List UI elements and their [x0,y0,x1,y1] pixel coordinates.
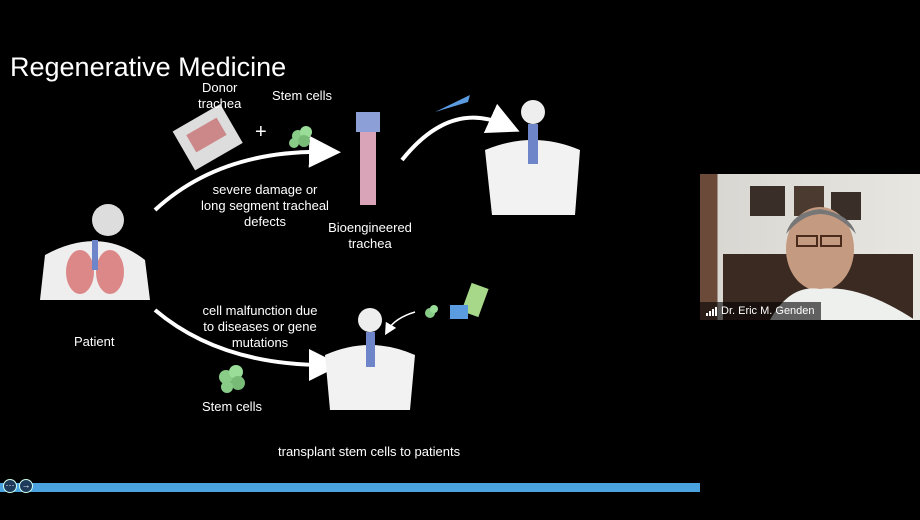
stem-cells-label: Stem cells [272,88,332,103]
participant-video [723,186,915,320]
participant-name-tag: Dr. Eric M. Genden [700,302,821,320]
bioengineered-trachea-label: Bioengineered trachea [328,220,412,251]
stem-cells-label: Stem cells [202,399,262,414]
person-figure [485,100,580,215]
donor-trachea-label: Donor trachea [198,80,242,111]
donor-trachea-image [172,103,243,171]
patient-label: Patient [74,334,115,349]
more-options-button[interactable]: ··· [3,479,17,493]
slide-title: Regenerative Medicine [10,52,287,82]
slide-illustrations [40,95,580,410]
person-figure [325,308,415,410]
damage-label: severe damage or long segment tracheal d… [201,182,329,229]
arrow-icon [400,103,520,162]
arrow-icon [153,308,341,381]
stem-cells-icon [425,305,438,318]
inhaler-icon [450,282,489,319]
trachea-icon [356,112,380,205]
presentation-slide: Regenerative Medicine Donor trachea Stem… [10,52,580,459]
patient-figure [40,204,150,300]
signal-strength-icon [706,306,717,316]
next-slide-button[interactable]: → [19,479,33,493]
participant-name: Dr. Eric M. Genden [721,305,815,317]
participant-video-tile[interactable]: Dr. Eric M. Genden [700,174,920,320]
transplant-label: transplant stem cells to patients [278,444,461,459]
slide-progress-bar [0,483,700,492]
plus-sign: + [255,121,267,143]
scalpel-hand-icon [435,95,470,112]
stem-cells-icon [219,365,245,393]
malfunction-label: cell malfunction due to diseases or gene… [202,303,318,350]
stem-cells-icon [289,126,312,148]
arrow-icon [153,135,341,212]
